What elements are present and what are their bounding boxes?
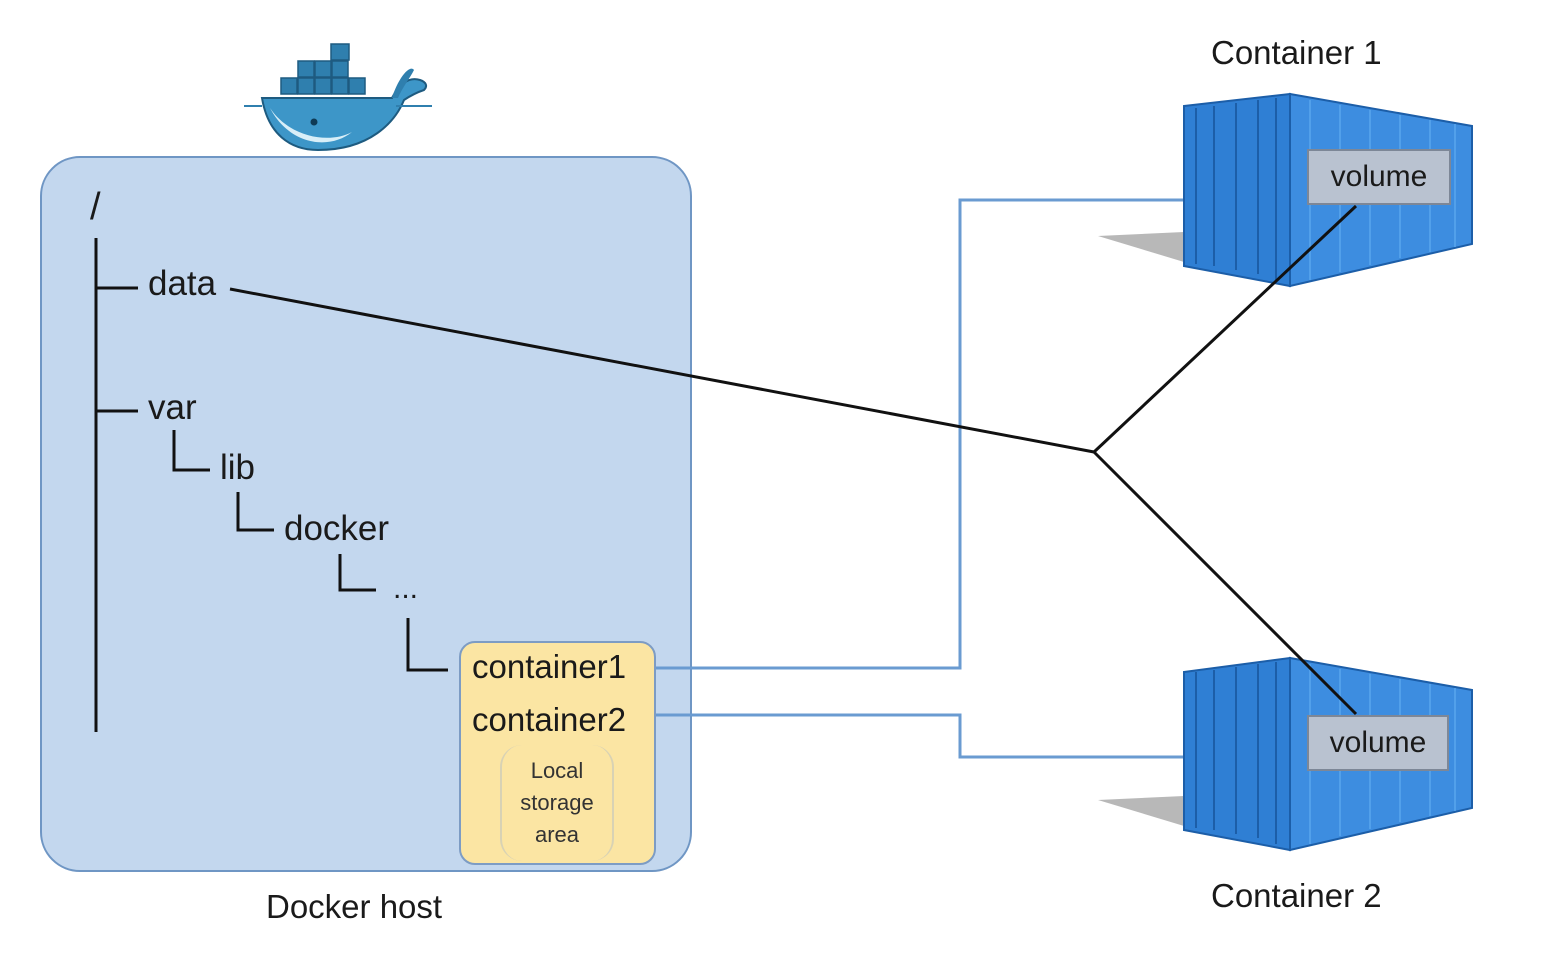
link-container1 [656, 198, 1184, 670]
storage-links [656, 198, 1184, 759]
container-2-title: Container 2 [1211, 877, 1382, 914]
root-directory-label: / [90, 186, 101, 228]
local-storage-line-1: Local [530, 758, 584, 784]
container-1-volume: volume [1307, 149, 1451, 205]
link-container2 [656, 713, 1184, 759]
local-storage-area: Local storage area [500, 745, 614, 861]
tree-node-ellipsis: ... [393, 572, 419, 605]
container-1-title: Container 1 [1211, 34, 1382, 71]
container-2-volume: volume [1307, 715, 1449, 771]
local-storage-line-3: area [534, 821, 580, 847]
docker-whale-icon [244, 43, 432, 152]
tree-node-docker: docker [284, 509, 390, 548]
tree-node-var: var [148, 388, 197, 427]
storage-entry-container2: container2 [472, 701, 627, 738]
storage-entry-container1: container1 [472, 648, 627, 685]
tree-node-data: data [148, 264, 217, 303]
container-storage-box [459, 641, 656, 865]
local-storage-line-2: storage [520, 790, 594, 816]
tree-node-lib: lib [220, 448, 256, 487]
docker-host-caption: Docker host [266, 888, 443, 925]
